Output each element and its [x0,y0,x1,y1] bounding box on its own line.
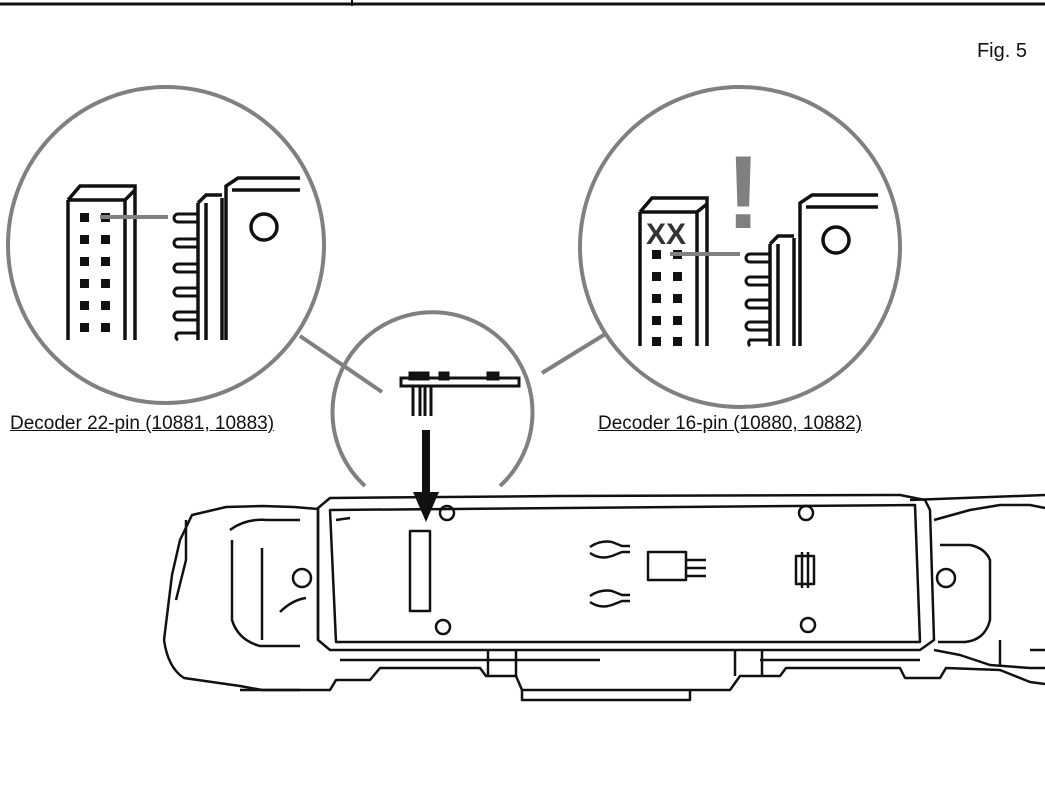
decoder-pins-16 [744,252,770,348]
plug-jumper [399,371,521,416]
warning-exclamation: ! [726,135,761,251]
detail-circle-22pin [6,85,326,405]
detail-arc-plug [330,310,535,522]
pin-holes-16 [652,250,682,346]
callout-connectors [298,331,609,394]
decoder-pins-22 [172,212,198,342]
pin-header-16 [638,196,709,346]
caption-22pin: Decoder 22-pin (10881, 10883) [10,413,275,434]
top-rule [0,0,1045,6]
mounting-hole-22 [249,212,279,242]
figure-label: Fig. 5 [976,40,1027,62]
pin-holes-22 [80,213,110,332]
caption-16pin: Decoder 16-pin (10880, 10882) [598,413,863,434]
detail-circle-16pin: XX ! [578,85,902,409]
decoder-board-16 [768,193,878,346]
locomotive-chassis [162,493,1045,702]
decoder-board-22 [196,176,300,340]
insert-arrow [413,430,439,522]
mounting-hole-16 [821,225,851,255]
blocked-pins-marker: XX [646,218,686,251]
